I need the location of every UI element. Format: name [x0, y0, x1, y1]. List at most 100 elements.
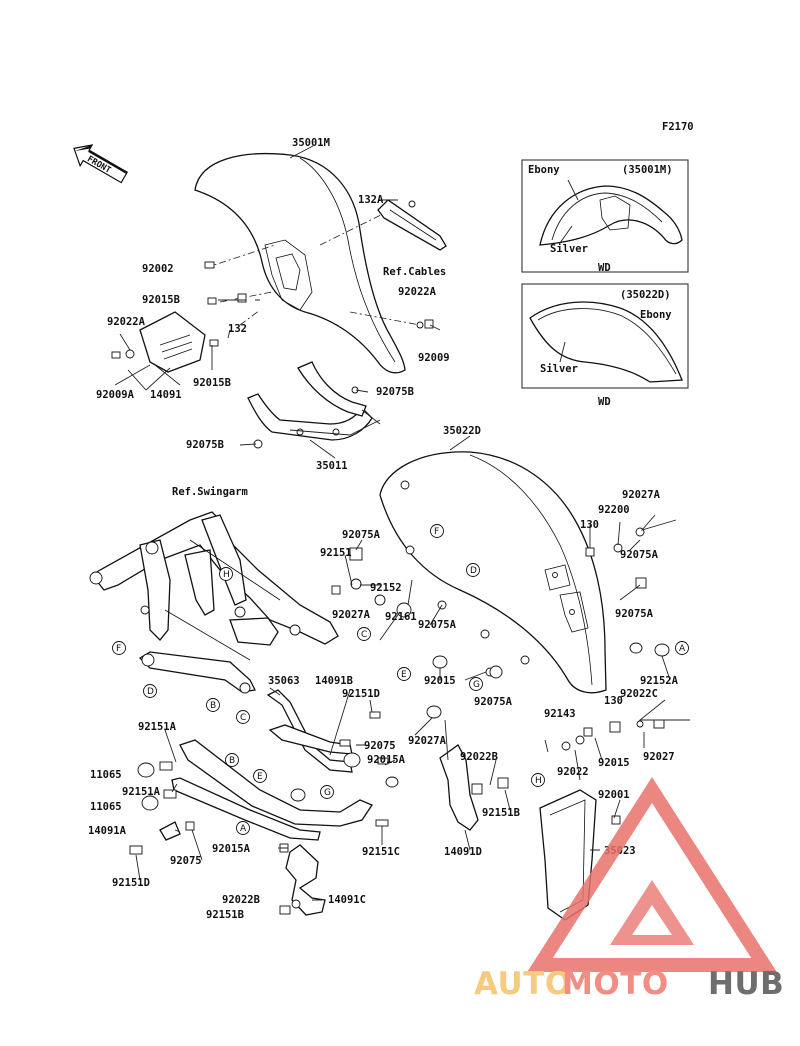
fender-brace — [247, 361, 373, 441]
part-label: 35022D — [443, 425, 481, 437]
part-label: 92001 — [598, 789, 630, 801]
rear-fender — [379, 451, 607, 694]
part-label: 92152 — [370, 582, 402, 594]
part-label: 14091 — [150, 389, 182, 401]
part-label: 92009 — [418, 352, 450, 364]
part-label: 92143 — [544, 708, 576, 720]
part-label: 92027A — [622, 489, 661, 501]
watermark-hub: HUB — [708, 966, 784, 1002]
front-fender — [194, 152, 421, 374]
inset-bottom-part: (35022D) — [620, 289, 671, 301]
part-label: 92022C — [620, 688, 658, 700]
callout-e-1: E — [397, 667, 411, 681]
inset-rear-fender: (35022D) Ebony Silver WD — [521, 283, 689, 408]
callout-g-2: G — [320, 785, 334, 799]
part-label: 92151A — [138, 721, 177, 733]
part-label: 92151C — [362, 846, 400, 858]
part-label: 92075B — [186, 439, 224, 451]
callout-h-1: H — [219, 567, 233, 581]
svg-text:B: B — [229, 756, 235, 766]
svg-text:C: C — [361, 630, 367, 640]
inset-top-part: (35001M) — [622, 164, 673, 176]
part-label: 92151D — [112, 877, 150, 889]
part-label: 92151 — [320, 547, 352, 559]
figure-code: F2170 — [662, 121, 694, 133]
part-label: 92015B — [193, 377, 231, 389]
svg-text:A: A — [240, 824, 247, 834]
callout-h-2: H — [531, 773, 545, 787]
part-label: 92022A — [107, 316, 146, 328]
svg-text:E: E — [401, 670, 407, 680]
part-label: 92152A — [640, 675, 679, 687]
svg-text:A: A — [679, 644, 686, 654]
part-label: 92151D — [342, 688, 380, 700]
part-label: 92015A — [367, 754, 406, 766]
callout-c-2: C — [236, 710, 250, 724]
part-label: 92200 — [598, 504, 630, 516]
callout-f-1: F — [112, 641, 126, 655]
part-label: 92015 — [424, 675, 456, 687]
watermark-triangle-icon — [527, 777, 777, 972]
callout-d-2: D — [466, 563, 480, 577]
ref-swingarm: Ref.Swingarm — [172, 486, 248, 498]
callout-d-1: D — [143, 684, 157, 698]
inset-bottom-ebony: Ebony — [640, 309, 672, 321]
part-label: 92075A — [620, 549, 659, 561]
part-label: 92027 — [643, 751, 675, 763]
part-label: 92151B — [482, 807, 520, 819]
svg-text:H: H — [223, 570, 230, 580]
part-label: 14091C — [328, 894, 366, 906]
part-label: 92075A — [418, 619, 457, 631]
part-label: 35063 — [268, 675, 300, 687]
callout-b-2: B — [225, 753, 239, 767]
front-arrow-icon: FRONT — [73, 144, 129, 184]
part-label: 92151A — [122, 786, 161, 798]
svg-text:E: E — [257, 772, 263, 782]
part-label: 130 — [604, 695, 623, 707]
callout-c-1: C — [357, 627, 371, 641]
part-label: 14091A — [88, 825, 127, 837]
svg-text:H: H — [535, 776, 542, 786]
rear-fender-brace — [171, 689, 399, 841]
inset-top-ebony: Ebony — [528, 164, 560, 176]
inset-bottom-silver: Silver — [540, 363, 578, 375]
part-label: 92015B — [142, 294, 180, 306]
watermark-moto: MOTO — [562, 966, 669, 1002]
side-cover-left — [285, 844, 326, 916]
callout-g-1: G — [469, 677, 483, 691]
part-label: 14091D — [444, 846, 482, 858]
svg-text:C: C — [240, 713, 246, 723]
part-label: 92075 — [364, 740, 396, 752]
cable-bracket — [377, 199, 447, 251]
side-cover-right — [439, 744, 479, 831]
part-label: 11065 — [90, 801, 122, 813]
inset-bottom-caption: WD — [598, 396, 611, 408]
watermark: AUTO MOTO HUB — [474, 777, 784, 1002]
part-label: 92075B — [376, 386, 414, 398]
part-label: 35001M — [292, 137, 330, 149]
part-label: 92161 — [385, 611, 417, 623]
inset-top-silver: Silver — [550, 243, 588, 255]
part-label: 92009A — [96, 389, 135, 401]
swingarm-frame — [89, 511, 339, 694]
watermark-auto: AUTO — [474, 966, 572, 1002]
svg-text:D: D — [470, 566, 477, 576]
svg-text:D: D — [147, 687, 154, 697]
svg-text:F: F — [434, 527, 439, 537]
part-label: 92027A — [408, 735, 447, 747]
part-label: 92075A — [342, 529, 381, 541]
part-label: 92075A — [615, 608, 654, 620]
svg-text:G: G — [324, 788, 331, 798]
inset-top-caption: WD — [598, 262, 611, 274]
part-label: 35011 — [316, 460, 348, 472]
part-label: 92027A — [332, 609, 371, 621]
inset-front-fender: Ebony (35001M) Silver WD — [521, 159, 689, 274]
callout-e-2: E — [253, 769, 267, 783]
part-labels: 35001M 132A Ref.Cables 92002 92022A 9201… — [88, 137, 679, 921]
part-label: 92015A — [212, 843, 251, 855]
callout-b-1: B — [206, 698, 220, 712]
front-cover — [139, 311, 206, 373]
part-label: 92015 — [598, 757, 630, 769]
part-label: 92151B — [206, 909, 244, 921]
